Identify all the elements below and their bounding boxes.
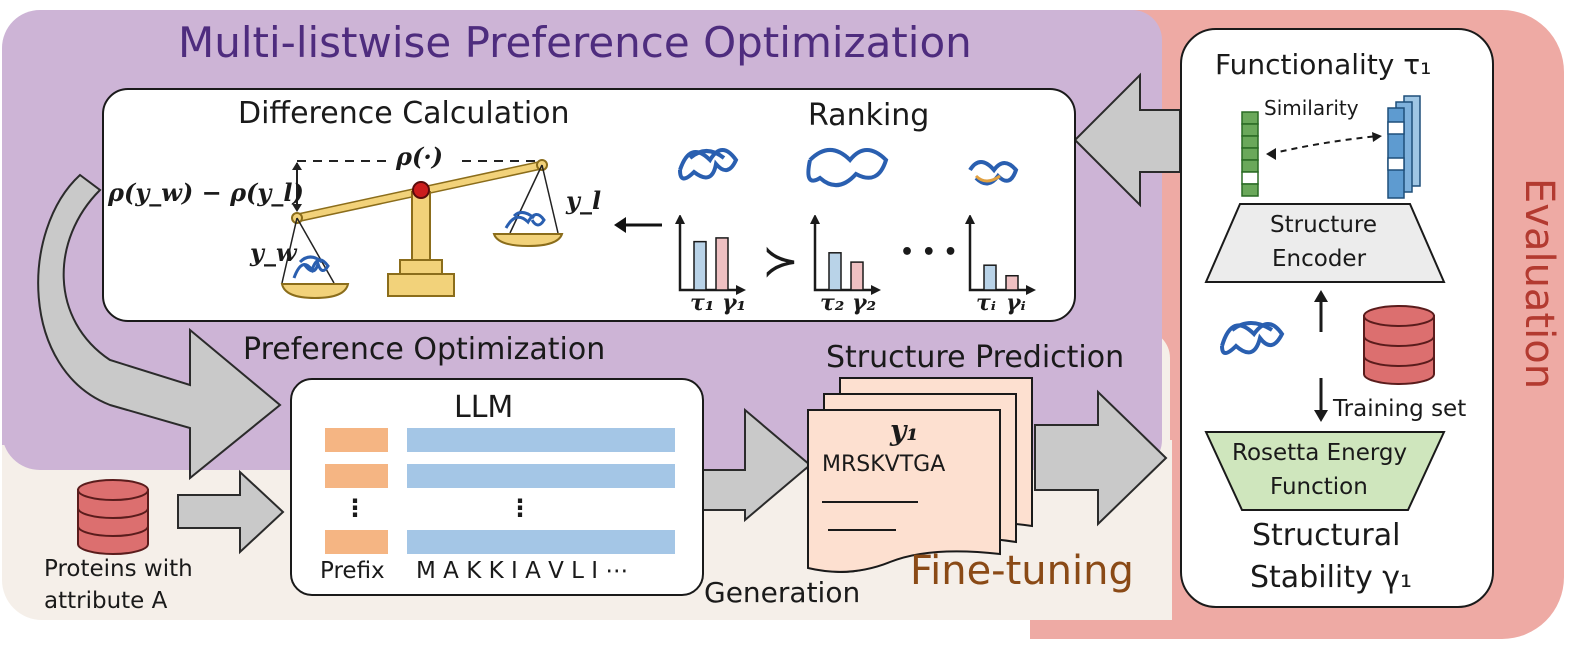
doc-sequence: MRSKVTGA (822, 452, 946, 477)
axis-arrow (965, 215, 975, 224)
structure-prediction-title: Structure Prediction (826, 340, 1125, 375)
balance-scale (280, 159, 564, 300)
ranking-title: Ranking (808, 98, 930, 133)
llm-sequence-label: M A K K I A V L I ⋯ (416, 558, 629, 584)
tau-bar (693, 240, 707, 291)
tau-bar (828, 252, 842, 291)
y-l-label: y_l (566, 186, 602, 215)
chart-2-gamma: γ₂ (852, 290, 877, 316)
ranking-arrow (614, 217, 662, 233)
finetuning-label: Fine-tuning (910, 548, 1134, 594)
rosetta-label-line1: Rosetta Energy (1232, 440, 1408, 466)
encoder-label-line2: Encoder (1272, 246, 1367, 272)
chart-1-tau: τ₁ (690, 290, 715, 316)
input-database-icon (77, 479, 149, 555)
gamma-bar (715, 237, 729, 291)
evaluation-panel (1180, 28, 1494, 608)
succeeds-symbol: ≻ (762, 236, 799, 287)
axis-arrow (810, 215, 820, 224)
axis-arrow (675, 215, 685, 224)
chart-1-gamma: γ₁ (722, 290, 747, 316)
gamma-bar (1005, 274, 1019, 291)
structure-encoder-shape (1204, 203, 1446, 283)
similarity-label: Similarity (1264, 96, 1359, 120)
functionality-label: Functionality τ₁ (1215, 48, 1432, 81)
sequence-documents (807, 377, 1033, 573)
tau-bar (983, 264, 997, 291)
chart-axes (678, 220, 740, 292)
ranking-charts (675, 215, 1036, 295)
rosetta-label-line2: Function (1270, 474, 1368, 500)
stability-label-line1: Structural (1252, 518, 1401, 553)
chart-i-gamma: γᵢ (1006, 290, 1026, 316)
sequence-token-2 (407, 464, 675, 488)
sequence-token-1 (407, 428, 675, 452)
ranking-ellipsis: • • • (900, 240, 958, 265)
evaluation-label: Evaluation (1516, 178, 1562, 390)
gamma-bar (850, 261, 864, 291)
axis-arrow (736, 285, 746, 295)
axis-arrow (1026, 285, 1036, 295)
prefix-token-3 (325, 530, 388, 554)
evaluation-arrows-protein (1220, 290, 1328, 422)
chart-axes (813, 220, 875, 292)
llm-title: LLM (454, 390, 514, 425)
prefix-vdots: ⋮ (343, 494, 367, 522)
prefix-token-2 (325, 464, 388, 488)
rosetta-shape (1204, 431, 1446, 511)
preference-optimization-title: Preference Optimization (243, 332, 606, 367)
difference-title: Difference Calculation (238, 96, 570, 131)
training-set-label: Training set (1333, 396, 1467, 422)
prefix-label: Prefix (320, 558, 385, 584)
input-label-line2: attribute A (44, 588, 168, 614)
input-label-line1: Proteins with (44, 556, 193, 582)
prefix-token-1 (325, 428, 388, 452)
embedding-vectors (1241, 95, 1421, 199)
encoder-label-line1: Structure (1270, 212, 1377, 238)
ranking-proteins (678, 148, 1019, 187)
generation-label: Generation (704, 576, 861, 609)
chart-2-tau: τ₂ (820, 290, 845, 316)
main-title: Multi-listwise Preference Optimization (178, 18, 972, 67)
y-w-label: y_w (250, 238, 297, 267)
stability-label-line2: Stability γ₁ (1250, 560, 1413, 595)
chart-i-tau: τᵢ (976, 290, 997, 316)
sequence-token-3 (407, 530, 675, 554)
sequence-vdots: ⋮ (508, 494, 532, 522)
rho-difference-label: ρ(y_w) − ρ(y_l) (108, 178, 304, 207)
chart-axes (968, 220, 1030, 292)
doc-y1-label: y₁ (890, 414, 919, 447)
rho-operator-label: ρ(·) (396, 142, 444, 171)
training-database-icon (1363, 305, 1435, 385)
axis-arrow (871, 285, 881, 295)
difference-ranking-panel (102, 88, 1076, 322)
